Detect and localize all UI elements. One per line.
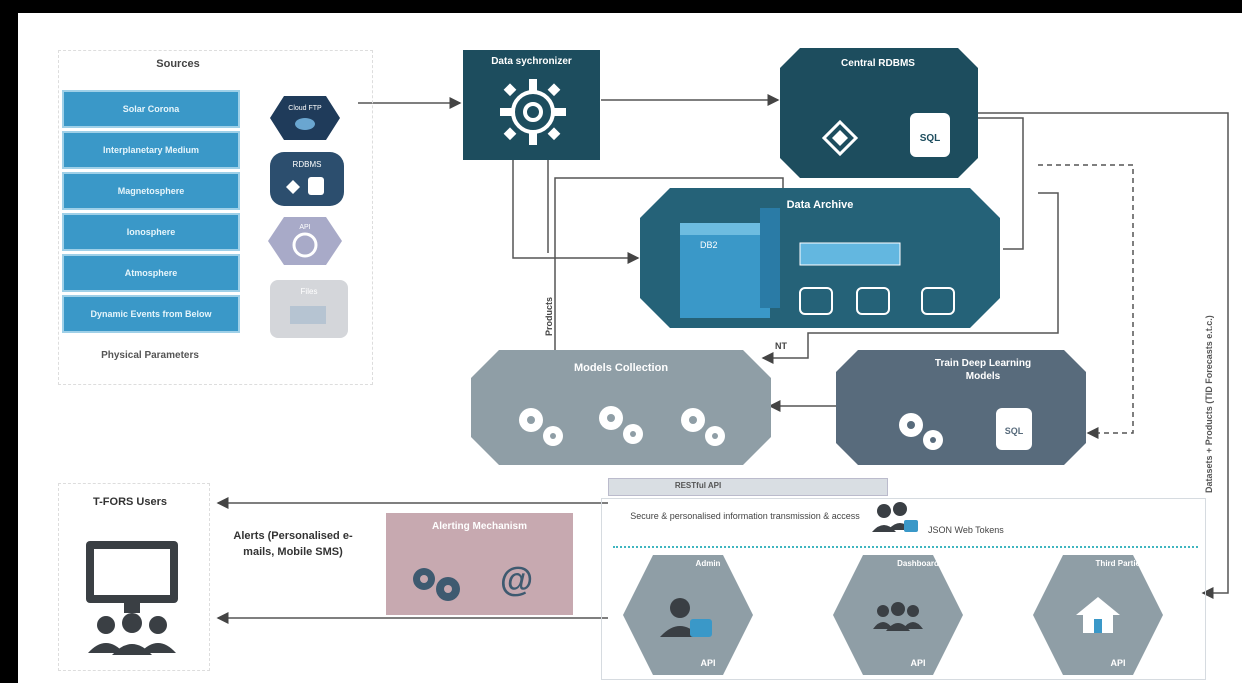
train-title: Train Deep Learning Models bbox=[934, 358, 1032, 382]
train-database-icon: SQL bbox=[996, 408, 1032, 450]
datasets-label: Datasets + Products (TID Forecasts e.t.c… bbox=[1204, 315, 1214, 493]
sources-title: Sources bbox=[156, 58, 200, 70]
people-key-icon bbox=[872, 502, 918, 532]
third-parties-api-name: Third Parties bbox=[1095, 559, 1145, 568]
third-parties-api-hex bbox=[1033, 555, 1163, 675]
dashboard-api-name: Dashboard bbox=[897, 559, 939, 568]
data-archive-box: DB2 bbox=[640, 188, 1000, 328]
dashboard-api-hex bbox=[833, 555, 963, 675]
sources-panel bbox=[58, 50, 373, 385]
files-icon: Files bbox=[270, 280, 348, 338]
rdbms-icon: RDBMS bbox=[270, 152, 344, 206]
files-label: Files bbox=[301, 287, 318, 296]
alerting-title: Alerting Mechanism bbox=[431, 521, 528, 532]
source-icons: Cloud FTP RDBMS API Files bbox=[268, 96, 348, 338]
models-collection-box bbox=[471, 350, 771, 465]
jwt-text: JSON Web Tokens bbox=[928, 525, 1004, 535]
rest-divider bbox=[613, 546, 1198, 548]
diamond-network-icon bbox=[821, 119, 859, 157]
connector-layer bbox=[216, 94, 1229, 624]
diagram-canvas: Sources Solar Corona Interplanetary Medi… bbox=[18, 13, 1242, 683]
cloud-ftp-icon: Cloud FTP bbox=[270, 96, 340, 140]
disk-array-icon bbox=[680, 208, 780, 318]
storage-units-icon bbox=[799, 287, 955, 315]
archive-title: Data Archive bbox=[786, 199, 854, 211]
central-title: Central RDBMS bbox=[841, 58, 915, 69]
admin-api-name: Admin bbox=[695, 559, 721, 568]
archive-disk-label: DB2 bbox=[700, 240, 718, 250]
sources-footer: Physical Parameters bbox=[101, 350, 199, 361]
api-hexagons bbox=[623, 555, 1163, 675]
at-icon: @ bbox=[500, 561, 534, 599]
rest-title: RESTful API bbox=[674, 481, 722, 490]
products-label: Products bbox=[544, 296, 554, 336]
users-icon bbox=[86, 541, 178, 655]
api-label: API bbox=[299, 224, 310, 231]
admin-api-label: API bbox=[700, 658, 716, 668]
edge-archive-models bbox=[761, 192, 1059, 364]
models-title: Models Collection bbox=[573, 362, 669, 374]
edge-central-datasets bbox=[976, 112, 1229, 599]
nt-label: NT bbox=[775, 341, 787, 351]
api-icon: API bbox=[268, 217, 342, 265]
edge-sync-archive bbox=[512, 158, 640, 264]
edge-products bbox=[554, 177, 784, 353]
users-panel bbox=[58, 483, 210, 671]
tape-icon bbox=[799, 242, 901, 266]
source-item: Atmosphere bbox=[62, 254, 240, 292]
rdbms-label: RDBMS bbox=[293, 160, 322, 169]
rest-header-box bbox=[608, 478, 888, 496]
train-sql-label: SQL bbox=[1005, 426, 1024, 436]
secure-text: Secure & personalised information transm… bbox=[630, 511, 860, 521]
source-item: Solar Corona bbox=[62, 90, 240, 128]
source-item: Interplanetary Medium bbox=[62, 131, 240, 169]
edge-central-archive bbox=[976, 117, 1024, 250]
alerting-mechanism-box bbox=[386, 513, 573, 615]
train-models-box: SQL bbox=[836, 350, 1086, 465]
third-parties-api-label: API bbox=[1110, 658, 1126, 668]
alerts-text: Alerts (Personalised e-mails, Mobile SMS… bbox=[233, 530, 353, 558]
synchronizer-title: Data sychronizer bbox=[491, 56, 572, 67]
source-item: Ionosphere bbox=[62, 213, 240, 251]
datasets-edge-label-wrap: Datasets + Products (TID Forecasts e.t.c… bbox=[1198, 303, 1228, 503]
users-title: T-FORS Users bbox=[93, 496, 167, 508]
alerting-gears-icon bbox=[413, 568, 460, 601]
rest-panel bbox=[601, 498, 1206, 680]
sync-gear-icon bbox=[500, 79, 566, 145]
central-rdbms-box: SQL bbox=[780, 48, 978, 178]
edge-dashed-train bbox=[1038, 164, 1134, 439]
central-sql-label: SQL bbox=[920, 133, 941, 144]
source-item: Magnetosphere bbox=[62, 172, 240, 210]
database-icon: SQL bbox=[910, 113, 950, 157]
dashboard-api-label: API bbox=[910, 658, 926, 668]
source-item: Dynamic Events from Below bbox=[62, 295, 240, 333]
cloud-ftp-label: Cloud FTP bbox=[288, 105, 322, 112]
products-edge-label-wrap: Products bbox=[538, 281, 568, 341]
admin-api-hex bbox=[623, 555, 753, 675]
